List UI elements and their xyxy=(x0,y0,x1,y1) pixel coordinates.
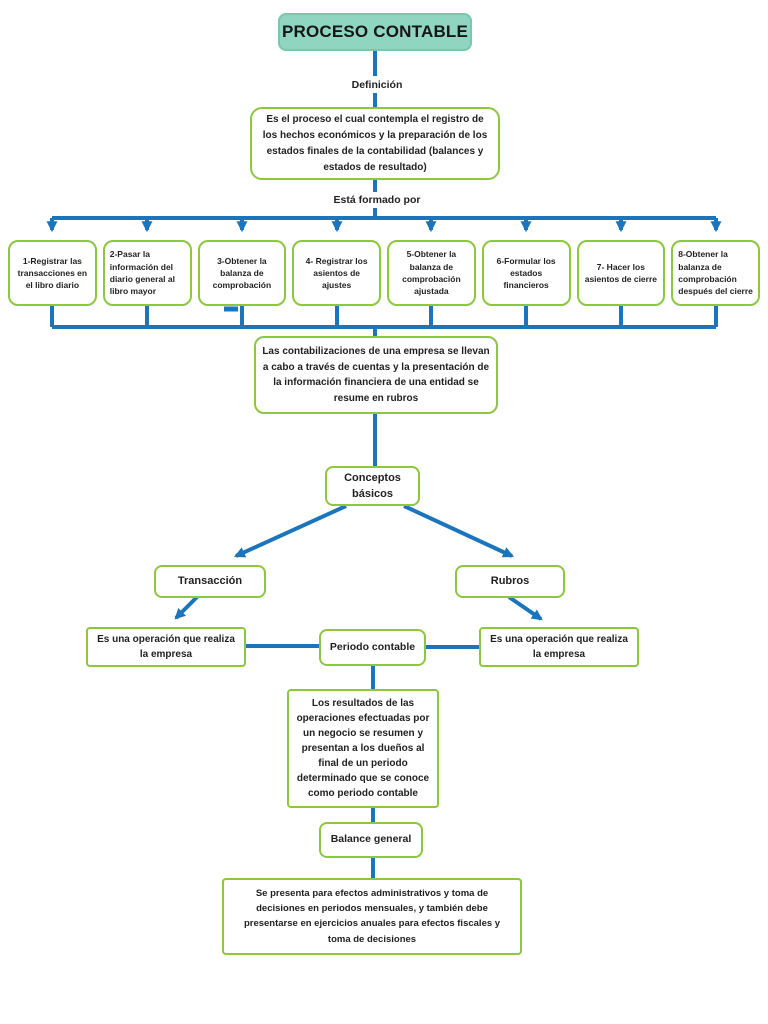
periodo-contable-box: Periodo contable xyxy=(319,629,426,666)
transaccion-box: Transacción xyxy=(154,565,266,598)
conceptos-basicos-box: Conceptos básicos xyxy=(325,466,420,506)
definition-box: Es el proceso el cual contempla el regis… xyxy=(250,107,500,180)
step-box-6: 6-Formular los estados financieros xyxy=(481,240,571,306)
periodo-definition-box: Los resultados de las operaciones efectu… xyxy=(287,689,439,808)
formed-by-label: Está formado por xyxy=(320,194,434,206)
step-box-2: 2-Pasar la información del diario genera… xyxy=(102,240,192,306)
balance-definition-box: Se presenta para efectos administrativos… xyxy=(222,878,522,955)
rubros-box: Rubros xyxy=(455,565,565,598)
title-box: PROCESO CONTABLE xyxy=(278,13,472,51)
definition-label: Definición xyxy=(325,79,429,91)
step-box-1: 1-Registrar las transacciones en el libr… xyxy=(8,240,97,306)
steps-row: 1-Registrar las transacciones en el libr… xyxy=(8,240,760,306)
step-box-7: 7- Hacer los asientos de cierre xyxy=(576,240,666,306)
step-box-3: 3-Obtener la balanza de comprobación xyxy=(197,240,287,306)
transaccion-definition-box: Es una operación que realiza la empresa xyxy=(86,627,246,667)
step-box-4: 4- Registrar los asientos de ajustes xyxy=(292,240,381,306)
step-box-8: 8-Obtener la balanza de comprobación des… xyxy=(671,240,760,306)
balance-general-box: Balance general xyxy=(319,822,423,858)
step-box-5: 5-Obtener la balanza de comprobación aju… xyxy=(387,240,476,306)
rubros-definition-box: Es una operación que realiza la empresa xyxy=(479,627,639,667)
summary-box: Las contabilizaciones de una empresa se … xyxy=(254,336,498,414)
